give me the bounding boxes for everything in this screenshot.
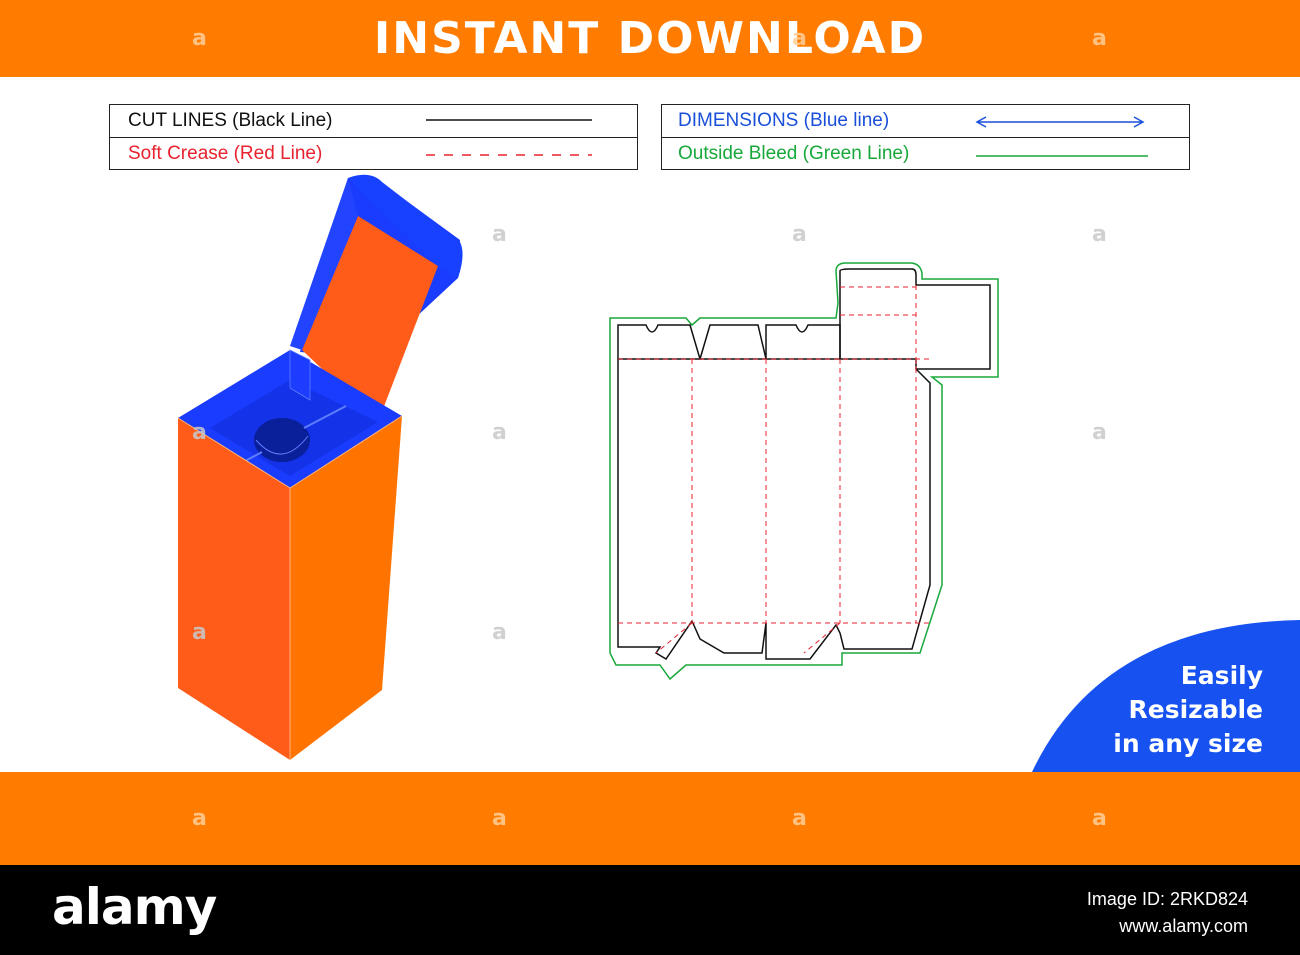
brand-logo: alamy bbox=[52, 878, 217, 936]
watermark-icon: a bbox=[192, 806, 207, 831]
box-left-face bbox=[178, 418, 290, 760]
badge-line-3: in any size bbox=[1113, 729, 1263, 758]
dimension-arrow-icon bbox=[975, 116, 1145, 128]
watermark-icon: a bbox=[492, 806, 507, 831]
watermark-icon: a bbox=[1092, 26, 1107, 51]
banner-title: INSTANT DOWNLOAD bbox=[373, 13, 927, 64]
watermark-icon: a bbox=[1092, 222, 1107, 247]
legend-label-outside-bleed: Outside Bleed (Green Line) bbox=[678, 143, 910, 164]
image-id-label: Image ID: 2RKD824 bbox=[1086, 889, 1248, 909]
watermark-icon: a bbox=[192, 620, 207, 645]
box-right-face bbox=[290, 416, 402, 760]
insert-hole bbox=[254, 418, 310, 462]
legend-box-right: DIMENSIONS (Blue line) Outside Bleed (Gr… bbox=[661, 104, 1190, 170]
watermark-icon: a bbox=[792, 26, 807, 51]
cut-line-sample-icon bbox=[426, 119, 592, 121]
resizable-badge-shape bbox=[1032, 620, 1300, 772]
site-url-label: www.alamy.com bbox=[1119, 916, 1248, 936]
box-lid-inner bbox=[302, 216, 438, 422]
legend-row-dimensions: DIMENSIONS (Blue line) bbox=[662, 105, 1189, 138]
watermark-icon: a bbox=[792, 222, 807, 247]
badge-line-1: Easily bbox=[1180, 661, 1263, 690]
resizable-badge-text: Easily Resizable in any size bbox=[1085, 659, 1263, 761]
watermark-icon: a bbox=[492, 222, 507, 247]
watermark-icon: a bbox=[492, 420, 507, 445]
open-box-illustration bbox=[177, 174, 463, 760]
legend-row-soft-crease: Soft Crease (Red Line) bbox=[110, 138, 637, 170]
bottom-banner bbox=[0, 772, 1300, 865]
watermark-icon: a bbox=[492, 620, 507, 645]
bleed-line-sample-icon bbox=[976, 155, 1148, 157]
legend-row-outside-bleed: Outside Bleed (Green Line) bbox=[662, 138, 1189, 170]
watermark-icon: a bbox=[792, 806, 807, 831]
legend-row-cut-lines: CUT LINES (Black Line) bbox=[110, 105, 637, 138]
dieline-template bbox=[609, 262, 999, 681]
badge-line-2: Resizable bbox=[1128, 695, 1264, 724]
watermark-icon: a bbox=[1092, 806, 1107, 831]
top-banner: INSTANT DOWNLOAD bbox=[0, 0, 1300, 77]
watermark-icon: a bbox=[192, 420, 207, 445]
legend-label-dimensions: DIMENSIONS (Blue line) bbox=[678, 110, 890, 131]
legend-box-left: CUT LINES (Black Line) Soft Crease (Red … bbox=[109, 104, 638, 170]
crease-line-sample-icon bbox=[426, 154, 592, 156]
footer-bar bbox=[0, 865, 1300, 955]
watermark-icon: a bbox=[1092, 420, 1107, 445]
legend-label-soft-crease: Soft Crease (Red Line) bbox=[128, 143, 323, 164]
legend-label-cut-lines: CUT LINES (Black Line) bbox=[128, 110, 333, 131]
watermark-icon: a bbox=[192, 26, 207, 51]
